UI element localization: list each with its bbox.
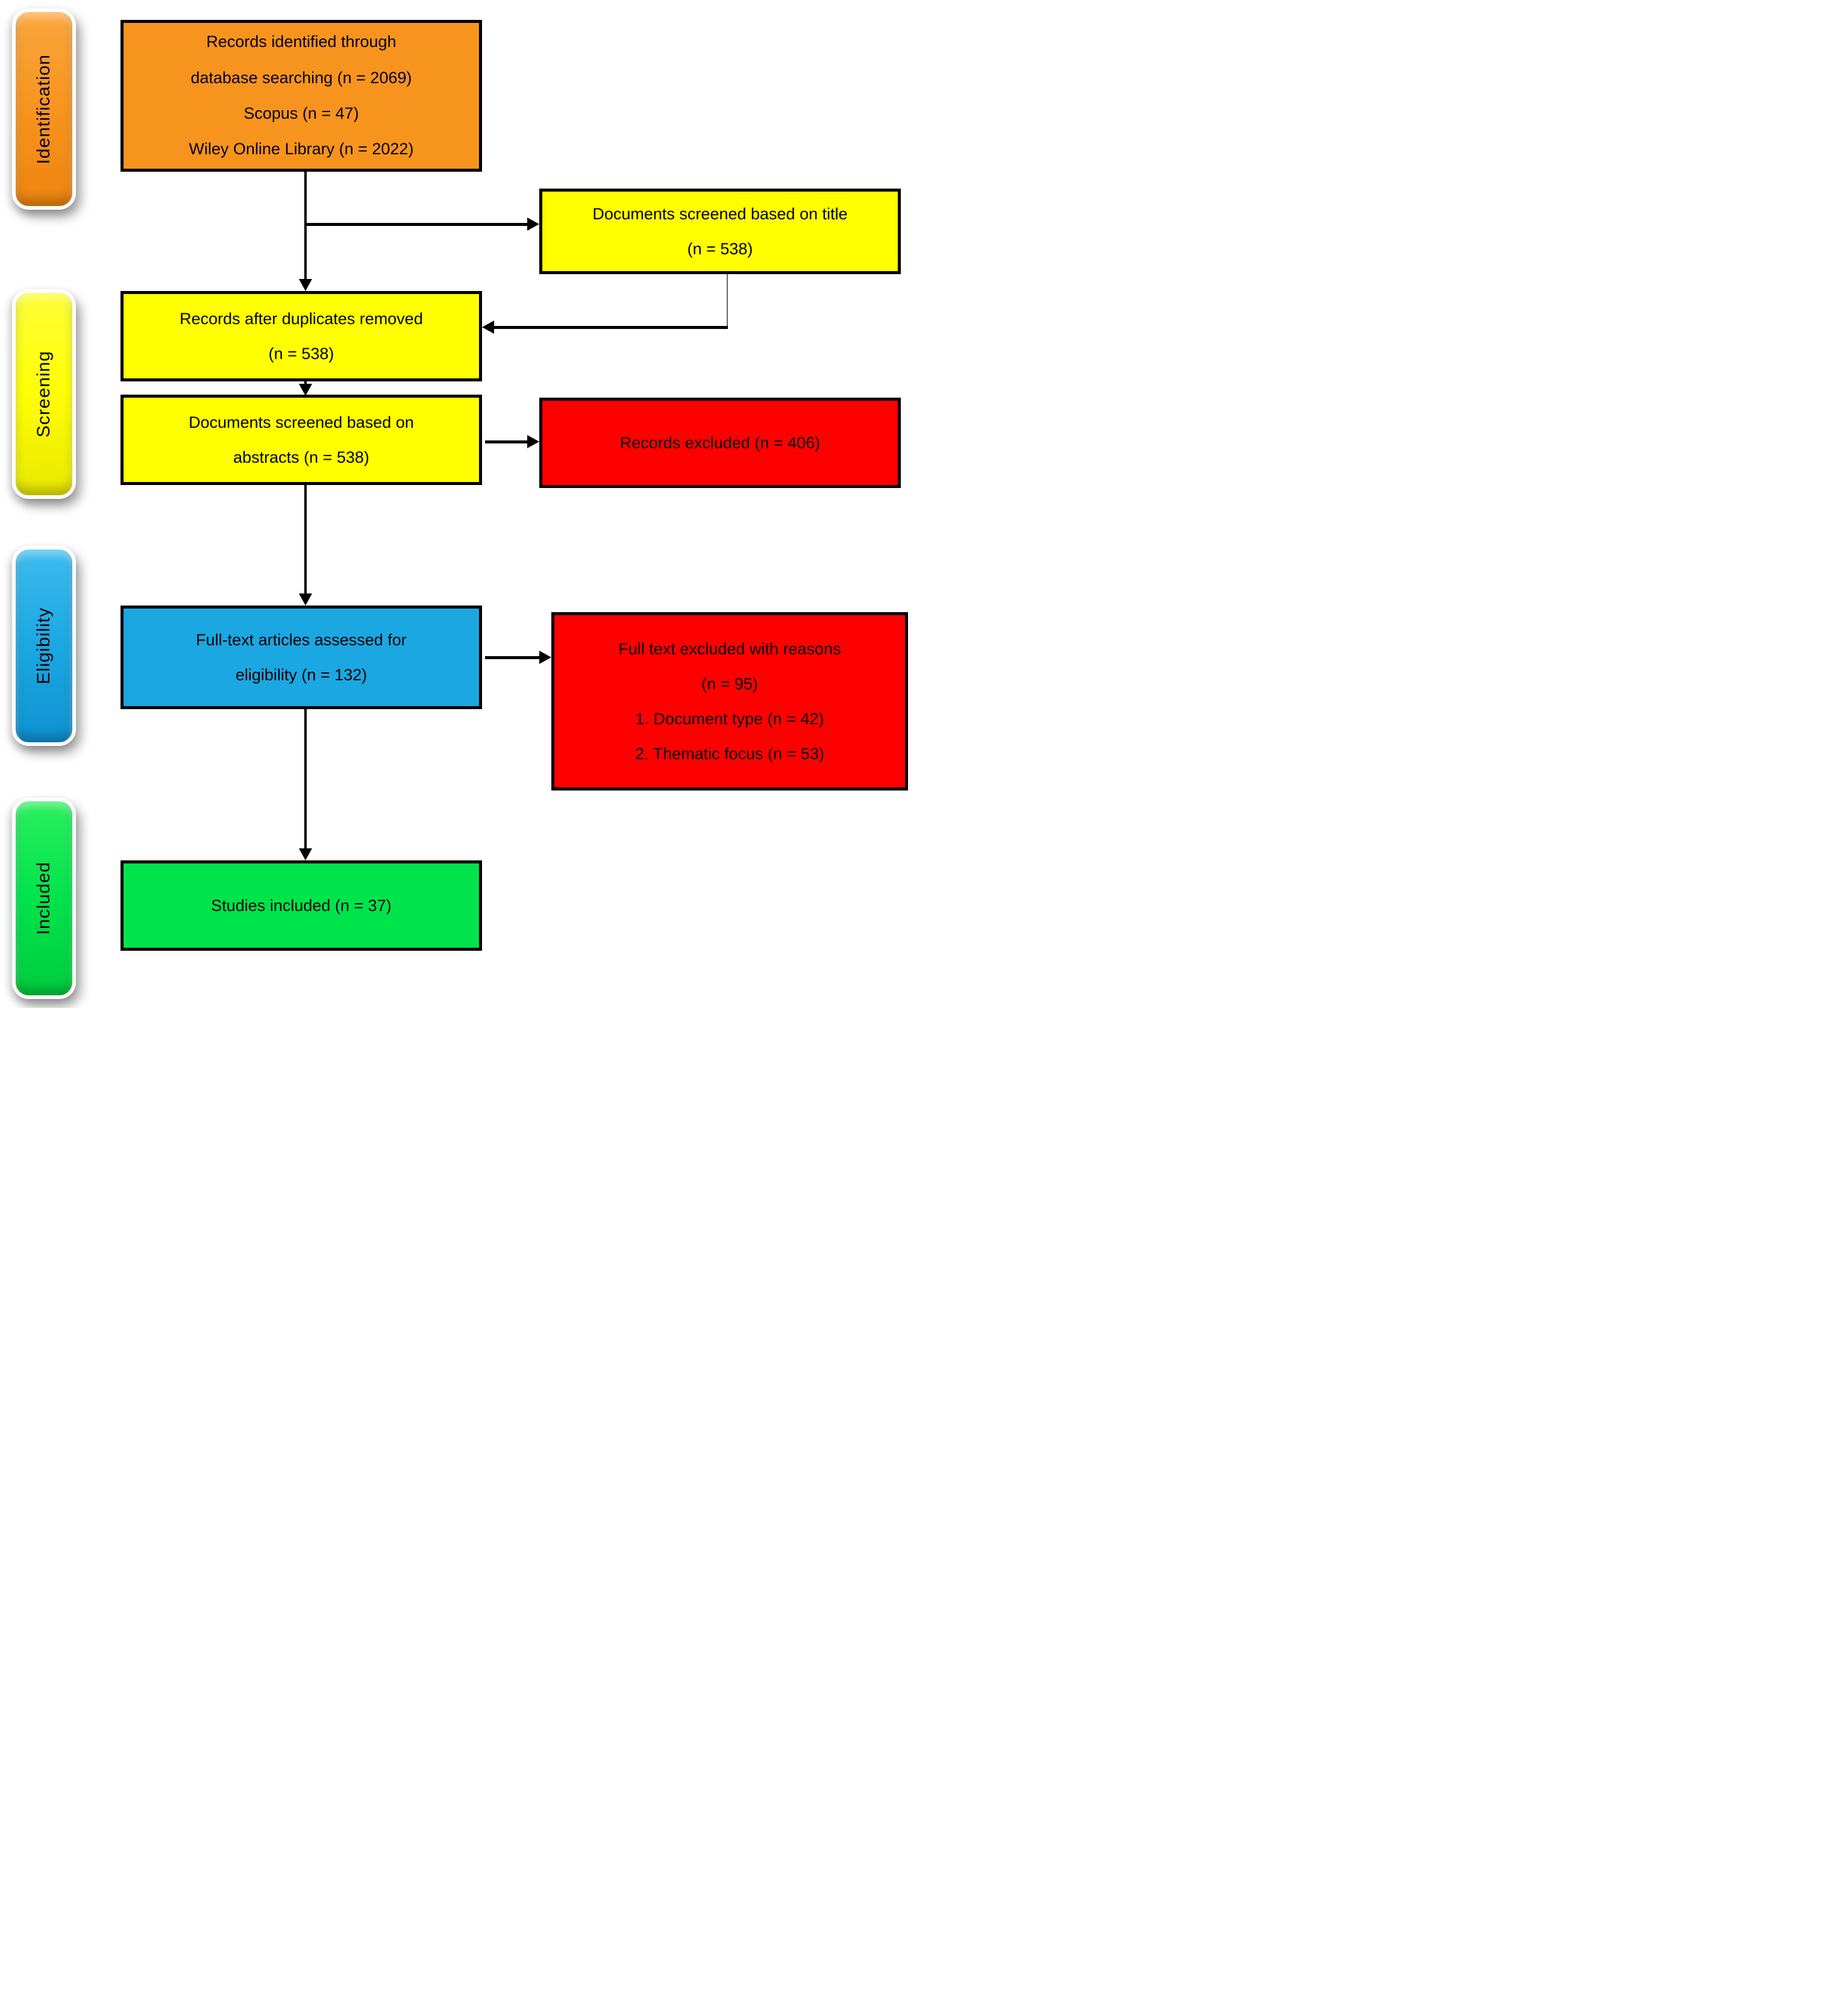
arrowhead-left-icon bbox=[482, 321, 494, 334]
arrow-identified-to-title-line bbox=[304, 223, 527, 226]
arrow-title-to-duplicates-vline bbox=[727, 274, 728, 327]
arrow-abstracts-to-fulltext-line bbox=[304, 485, 307, 595]
stage-label-included: Included bbox=[12, 798, 76, 999]
box-line: Documents screened based on bbox=[189, 413, 414, 431]
box-line: Documents screened based on title bbox=[592, 204, 848, 223]
box-line: (n = 95) bbox=[701, 674, 758, 693]
box-line: database searching (n = 2069) bbox=[190, 68, 412, 87]
arrow-fulltext-to-excluded-line bbox=[485, 656, 539, 659]
box-line: Records excluded (n = 406) bbox=[619, 433, 821, 452]
box-records-excluded: Records excluded (n = 406) bbox=[539, 398, 901, 488]
box-line: Records identified through bbox=[206, 33, 396, 51]
arrowhead-right-icon bbox=[527, 218, 539, 231]
stage-label-text: Eligibility bbox=[34, 607, 54, 684]
arrow-duplicates-to-abstracts-line bbox=[304, 381, 307, 385]
box-line: Full-text articles assessed for bbox=[196, 630, 407, 649]
box-line: 2. Thematic focus (n = 53) bbox=[635, 745, 824, 763]
arrowhead-down-icon bbox=[299, 384, 312, 396]
arrow-abstracts-to-excluded-line bbox=[485, 440, 527, 443]
box-line: (n = 538) bbox=[687, 240, 753, 258]
arrow-title-to-duplicates-hline bbox=[494, 326, 728, 329]
box-fulltext-excluded-reasons: Full text excluded with reasons (n = 95)… bbox=[551, 612, 908, 790]
box-documents-screened-title: Documents screened based on title (n = 5… bbox=[539, 189, 901, 274]
box-line: abstracts (n = 538) bbox=[233, 448, 369, 466]
stage-label-eligibility: Eligibility bbox=[12, 546, 76, 746]
arrow-identified-to-duplicates-line bbox=[304, 172, 307, 280]
box-records-after-duplicates-removed: Records after duplicates removed (n = 53… bbox=[121, 291, 482, 381]
box-line: Full text excluded with reasons bbox=[618, 639, 841, 658]
box-line: Studies included (n = 37) bbox=[211, 896, 392, 915]
box-fulltext-articles-assessed: Full-text articles assessed for eligibil… bbox=[121, 606, 482, 709]
arrowhead-down-icon bbox=[299, 593, 312, 606]
box-line: Wiley Online Library (n = 2022) bbox=[189, 140, 414, 158]
box-records-identified: Records identified through database sear… bbox=[121, 20, 482, 172]
box-line: 1. Document type (n = 42) bbox=[635, 710, 824, 728]
arrowhead-down-icon bbox=[299, 848, 312, 860]
box-documents-screened-abstracts: Documents screened based on abstracts (n… bbox=[121, 395, 482, 485]
stage-label-text: Included bbox=[34, 862, 54, 935]
stage-label-text: Identification bbox=[34, 54, 54, 164]
box-line: (n = 538) bbox=[268, 345, 334, 363]
prisma-flow-diagram: Identification Screening Eligibility Inc… bbox=[0, 0, 924, 1008]
box-line: Records after duplicates removed bbox=[180, 309, 423, 328]
stage-label-screening: Screening bbox=[12, 289, 76, 499]
arrow-fulltext-to-included-line bbox=[304, 709, 307, 850]
box-line: Scopus (n = 47) bbox=[243, 104, 359, 122]
stage-label-identification: Identification bbox=[12, 8, 76, 210]
box-studies-included: Studies included (n = 37) bbox=[121, 860, 482, 951]
stage-label-text: Screening bbox=[34, 350, 54, 438]
arrowhead-right-icon bbox=[527, 435, 539, 448]
box-line: eligibility (n = 132) bbox=[235, 666, 368, 684]
arrowhead-down-icon bbox=[299, 279, 312, 291]
arrowhead-right-icon bbox=[539, 651, 551, 664]
